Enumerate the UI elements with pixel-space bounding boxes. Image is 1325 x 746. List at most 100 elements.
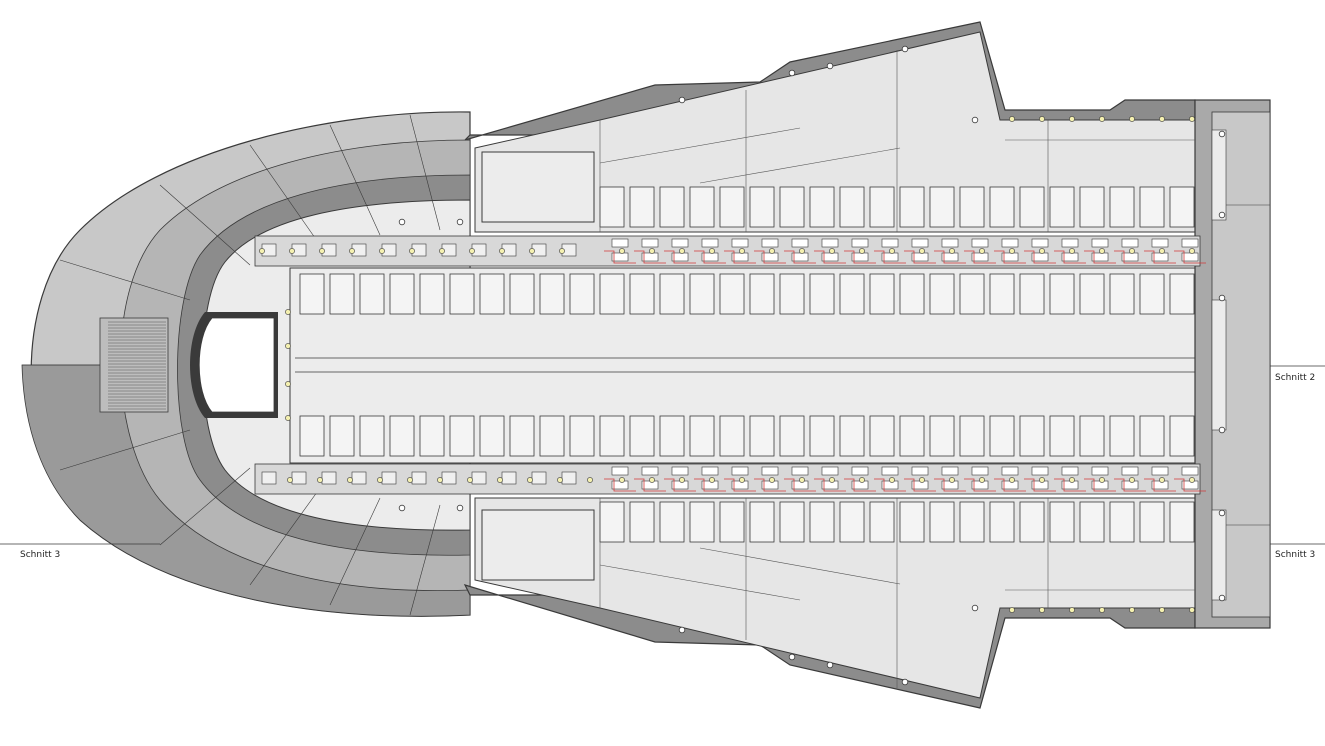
storage-panel (929, 415, 955, 457)
wiring-line (904, 478, 936, 492)
light-fixtures (259, 116, 1195, 613)
hull-bolts (398, 45, 1226, 686)
storage-panel (959, 415, 985, 457)
lower-wing-deck (474, 497, 1196, 699)
storage-panel (569, 415, 595, 457)
storage-panel (629, 273, 655, 315)
light-fixture (1099, 607, 1105, 613)
wiring-line (1114, 250, 1146, 264)
tray-bracket (441, 471, 457, 485)
storage-panel (869, 415, 895, 457)
storage-panel (779, 273, 805, 315)
storage-panel (719, 186, 745, 228)
wiring-line (1054, 478, 1086, 492)
hull-bolt (901, 45, 909, 53)
light-fixture (469, 248, 475, 254)
tray-clip (851, 466, 869, 476)
light-fixture (979, 248, 985, 254)
bow-grille (99, 317, 169, 413)
storage-panel (419, 415, 445, 457)
light-fixture (709, 477, 715, 483)
storage-panel (659, 273, 685, 315)
storage-panel (899, 415, 925, 457)
hull-bolt (398, 504, 406, 512)
wiring-line (874, 478, 906, 492)
tray-bracket (561, 471, 577, 485)
storage-panel (1139, 186, 1165, 228)
tray-clip (641, 238, 659, 248)
light-fixture (437, 477, 443, 483)
storage-panel (839, 415, 865, 457)
storage-panel (779, 415, 805, 457)
light-fixture (619, 477, 625, 483)
hull-bolt (1218, 426, 1226, 434)
stern-block (1194, 99, 1271, 629)
bow-rib (329, 124, 381, 236)
section-3-label-right: Schnitt 3 (1275, 550, 1315, 560)
storage-panel (959, 186, 985, 228)
storage-panel (839, 273, 865, 315)
light-fixture (1189, 116, 1195, 122)
bow-rib (159, 467, 251, 546)
light-fixture (1039, 248, 1045, 254)
light-fixture (285, 343, 291, 349)
light-fixture (1159, 248, 1165, 254)
light-fixture (319, 248, 325, 254)
storage-panel (899, 186, 925, 228)
section-2-label-right: Schnitt 2 (1275, 373, 1315, 383)
wiring-line (784, 478, 816, 492)
wiring-line (844, 250, 876, 264)
storage-panel (1079, 501, 1105, 543)
storage-panel (539, 415, 565, 457)
wiring-line (904, 250, 936, 264)
light-fixture (285, 415, 291, 421)
storage-panel (929, 273, 955, 315)
bow-rib (329, 497, 381, 606)
light-fixture (799, 477, 805, 483)
tray-clip (1031, 466, 1049, 476)
storage-panel (779, 186, 805, 228)
wiring-line (1144, 478, 1176, 492)
storage-panel (1169, 273, 1195, 315)
light-fixture (889, 477, 895, 483)
light-fixture (1009, 116, 1015, 122)
bow-doorway (198, 317, 275, 413)
storage-panel (1079, 186, 1105, 228)
wiring-line (964, 250, 996, 264)
light-fixture (285, 309, 291, 315)
tray-clip (731, 466, 749, 476)
light-fixture (949, 248, 955, 254)
storage-panel (1079, 273, 1105, 315)
hull-bolt (1218, 294, 1226, 302)
tray-clip (1061, 238, 1079, 248)
tray-clip (1001, 238, 1019, 248)
tray-clip (941, 466, 959, 476)
bow-rib (249, 144, 321, 246)
storage-panel (389, 273, 415, 315)
stern-hatch (1211, 129, 1227, 221)
deck-seam (699, 147, 901, 184)
tray-clip (1121, 238, 1139, 248)
storage-panel (929, 501, 955, 543)
light-fixture (649, 248, 655, 254)
storage-panel (509, 273, 535, 315)
hull-bolt (456, 218, 464, 226)
storage-panel (629, 501, 655, 543)
light-fixture (649, 477, 655, 483)
storage-panel (509, 415, 535, 457)
storage-panel (419, 273, 445, 315)
wiring-line (1024, 250, 1056, 264)
tray-clip (1151, 466, 1169, 476)
storage-panel (689, 186, 715, 228)
bow-rib (59, 259, 191, 301)
light-fixture (739, 248, 745, 254)
wiring-line (724, 250, 756, 264)
storage-panel (389, 415, 415, 457)
light-fixture (1009, 607, 1015, 613)
wiring-line (664, 250, 696, 264)
hull-bolt (971, 116, 979, 124)
wiring-line (754, 250, 786, 264)
storage-panel (479, 415, 505, 457)
hull-bolt (1218, 594, 1226, 602)
tray-clip (881, 238, 899, 248)
